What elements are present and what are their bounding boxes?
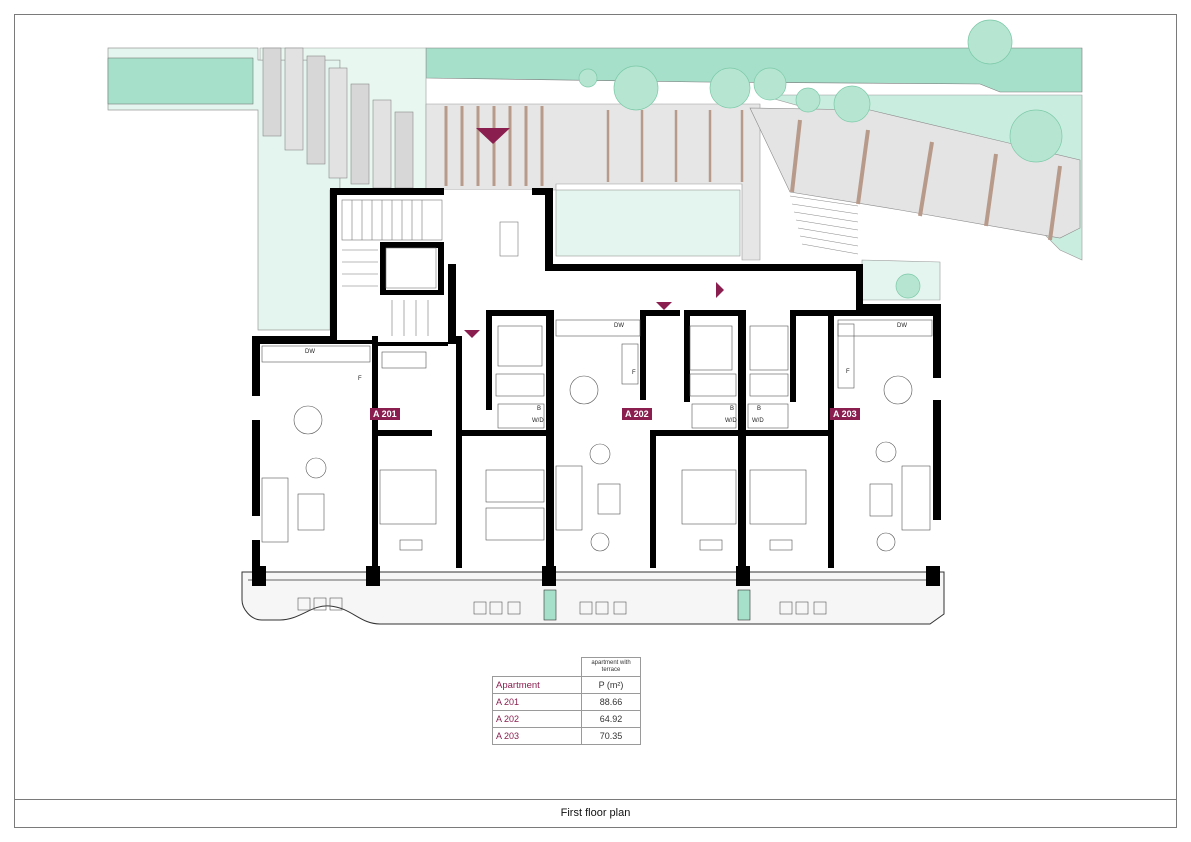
fixture-label-f-a202: F bbox=[632, 370, 636, 376]
fixture-label-b-1: B bbox=[537, 406, 542, 412]
building bbox=[241, 188, 945, 625]
fixture-label-dw-a203: DW bbox=[897, 323, 907, 329]
fixture-label-dw-a202: DW bbox=[614, 323, 624, 329]
fixture-label-f-a201: F bbox=[358, 376, 362, 382]
fixture-label-b-2: B bbox=[730, 406, 735, 412]
page-title: First floor plan bbox=[560, 807, 631, 819]
fixture-label-f-a203: F bbox=[846, 369, 850, 375]
area-row-unit: A 202 bbox=[492, 710, 582, 728]
table-row: A 203 70.35 bbox=[492, 727, 641, 745]
sheet-border bbox=[14, 14, 1177, 828]
tree-icon bbox=[578, 19, 1063, 299]
area-row-unit: A 203 bbox=[492, 727, 582, 745]
unit-tag-a202[interactable]: A 202 bbox=[622, 408, 652, 420]
table-row: A 202 64.92 bbox=[492, 710, 641, 728]
fixture-label-dw-a201: DW bbox=[305, 349, 315, 355]
area-row-unit: A 201 bbox=[492, 693, 582, 711]
fixture-label-wd-1: W/D bbox=[532, 418, 544, 424]
area-table: apartment with terrace Apartment P (m²) … bbox=[492, 657, 641, 745]
area-row-value: 64.92 bbox=[581, 710, 641, 728]
area-row-value: 70.35 bbox=[581, 727, 641, 745]
area-row-value: 88.66 bbox=[581, 693, 641, 711]
unit-tag-a201[interactable]: A 201 bbox=[370, 408, 400, 420]
table-row: A 201 88.66 bbox=[492, 693, 641, 711]
area-table-col-area: P (m²) bbox=[581, 676, 641, 694]
fixture-label-wd-3: W/D bbox=[752, 418, 764, 424]
area-table-group-header: apartment with terrace bbox=[581, 657, 641, 677]
unit-tag-a203[interactable]: A 203 bbox=[830, 408, 860, 420]
area-table-col-label: Apartment bbox=[492, 676, 582, 694]
fixture-label-wd-2: W/D bbox=[725, 418, 737, 424]
area-table-corner bbox=[493, 658, 582, 677]
title-strip: First floor plan bbox=[14, 799, 1177, 828]
landscape bbox=[107, 19, 1083, 331]
fixture-label-b-3: B bbox=[757, 406, 762, 412]
